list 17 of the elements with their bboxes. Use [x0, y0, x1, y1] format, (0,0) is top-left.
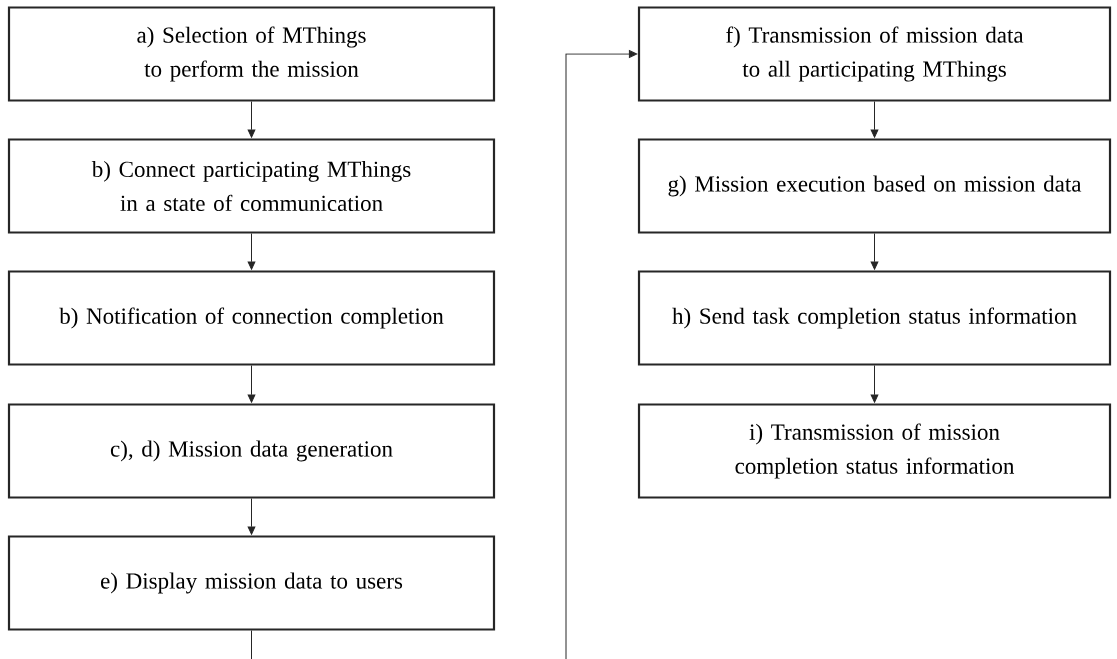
arrow — [870, 365, 879, 403]
process-box: b) Notification of connection completion — [7, 270, 496, 366]
process-box: a) Selection of MThings to perform the mission — [7, 6, 496, 102]
arrow — [247, 365, 256, 403]
arrow — [247, 233, 256, 270]
process-box: g) Mission execution based on mission data — [637, 138, 1112, 234]
arrow — [251, 50, 638, 659]
arrow — [247, 101, 256, 138]
arrow — [870, 233, 879, 270]
process-box: b) Connect participating MThings in a state of communication — [7, 138, 496, 234]
process-box: c), d) Mission data generation — [7, 403, 496, 499]
arrow — [247, 498, 256, 535]
process-box: e) Display mission data to users — [7, 535, 496, 631]
process-box: f) Transmission of mission data to all participating MThings — [637, 6, 1112, 102]
arrow — [870, 101, 879, 138]
process-box: i) Transmission of mission completion status information — [637, 403, 1112, 499]
process-box: h) Send task completion status information — [637, 270, 1112, 366]
